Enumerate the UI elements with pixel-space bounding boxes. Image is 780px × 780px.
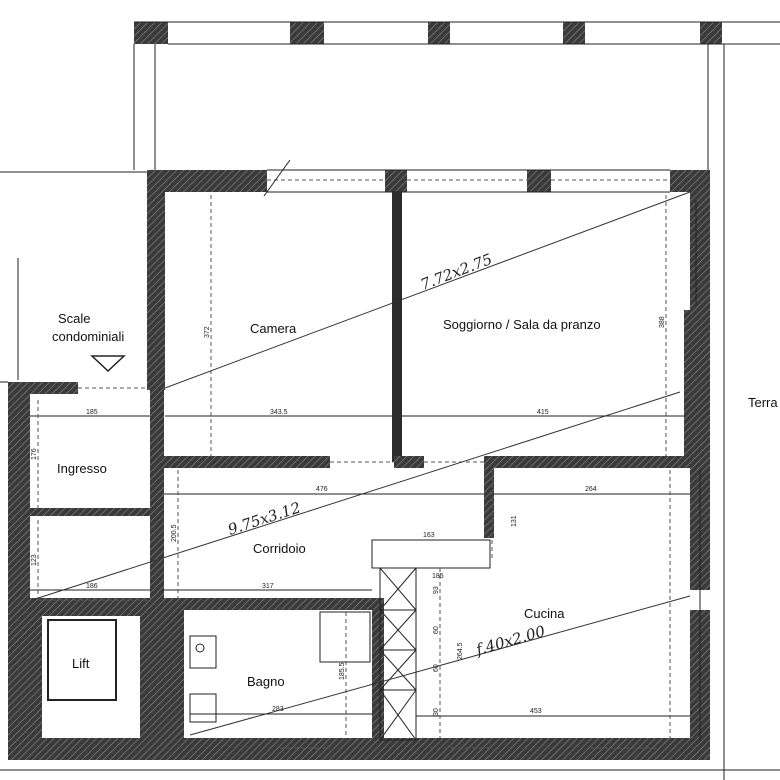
dim-415: 415 <box>537 409 549 416</box>
dim-476: 476 <box>316 486 328 493</box>
room-label-corridoio: Corridoio <box>253 541 306 556</box>
label-scale-line2: condominiali <box>52 329 124 344</box>
outer-walls <box>0 169 780 771</box>
dim-163: 163 <box>423 532 435 539</box>
dim-93: 93 <box>433 586 440 594</box>
top-balcony <box>0 21 780 780</box>
openings <box>38 159 701 749</box>
handwritten-corridoio: 9.75x3.12 <box>226 498 303 538</box>
dim-317: 317 <box>262 583 274 590</box>
dim-453: 453 <box>530 708 542 715</box>
label-terrazzo: Terra <box>748 395 778 410</box>
dim-185-k: 185 <box>432 573 444 580</box>
dim-185-5: 185.5 <box>339 662 346 680</box>
room-label-bagno: Bagno <box>247 674 285 689</box>
dim-264: 264 <box>585 486 597 493</box>
dim-283: 283 <box>272 706 284 713</box>
dim-30: 30 <box>433 708 440 716</box>
dim-60-b: 60 <box>433 664 440 672</box>
room-label-lift: Lift <box>72 656 90 671</box>
dim-123: 123 <box>31 554 38 566</box>
label-scale-line1: Scale <box>58 311 91 326</box>
room-label-camera: Camera <box>250 321 297 336</box>
handwritten-camera-soggiorno: 7.72x2.75 <box>418 250 495 294</box>
room-label-soggiorno: Soggiorno / Sala da pranzo <box>443 317 601 332</box>
dim-185-top: 185 <box>86 409 98 416</box>
room-label-ingresso: Ingresso <box>57 461 107 476</box>
dim-186: 186 <box>86 583 98 590</box>
dim-343-5: 343.5 <box>270 409 288 416</box>
dimension-labels: 185 343.5 415 372 388 176 476 264 200.5 … <box>31 316 666 716</box>
dimension-lines <box>30 195 690 738</box>
dim-176: 176 <box>31 448 38 460</box>
dim-131: 131 <box>511 515 518 527</box>
dim-60-a: 60 <box>433 626 440 634</box>
stair-block <box>371 539 491 741</box>
stairs-arrow-icon <box>90 355 126 373</box>
handwritten-cucina: f.40x2.00 <box>473 622 547 659</box>
dim-388: 388 <box>659 316 666 328</box>
dim-264-5: 264.5 <box>457 642 464 660</box>
measurement-diagonals <box>31 191 691 736</box>
dim-372: 372 <box>204 326 211 338</box>
dim-200-5: 200.5 <box>171 524 178 542</box>
lift-car <box>47 619 117 701</box>
room-label-cucina: Cucina <box>524 606 565 621</box>
interior-walls <box>26 192 690 738</box>
bathroom-fixtures <box>189 611 371 723</box>
